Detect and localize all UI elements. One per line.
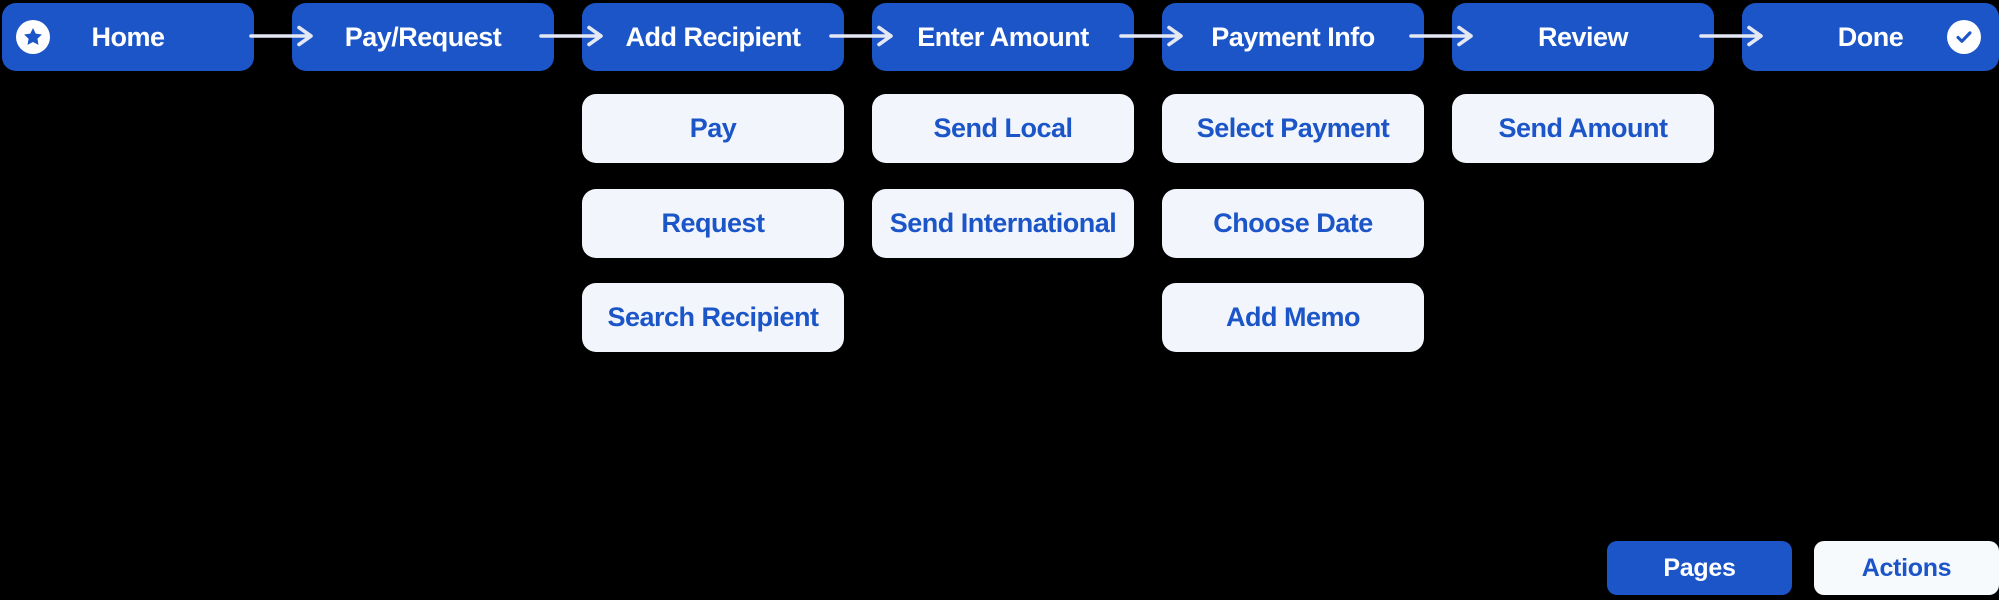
sub-step-label: Search Recipient xyxy=(607,302,819,332)
step-label: Home xyxy=(91,21,165,52)
step-home[interactable]: Home xyxy=(2,3,254,71)
step-done[interactable]: Done xyxy=(1742,3,1999,71)
pages-button[interactable]: Pages xyxy=(1607,541,1792,595)
sub-step-pay[interactable]: Pay xyxy=(582,94,844,163)
step-add-recipient[interactable]: Add Recipient xyxy=(582,3,844,71)
sub-step-label: Send Local xyxy=(933,113,1073,143)
step-label: Done xyxy=(1837,21,1904,52)
sub-step-select-payment[interactable]: Select Payment xyxy=(1162,94,1424,163)
star-icon xyxy=(16,20,50,54)
sub-step-label: Send Amount xyxy=(1498,113,1669,143)
step-pay-request[interactable]: Pay/Request xyxy=(292,3,554,71)
step-label: Add Recipient xyxy=(625,21,801,52)
sub-step-label: Select Payment xyxy=(1196,113,1390,143)
step-label: Enter Amount xyxy=(917,21,1089,52)
actions-button-label: Actions xyxy=(1861,553,1952,582)
sub-step-label: Pay xyxy=(689,113,737,143)
sub-step-label: Send International xyxy=(889,208,1117,238)
sub-step-add-memo[interactable]: Add Memo xyxy=(1162,283,1424,352)
step-label: Pay/Request xyxy=(344,21,502,52)
sub-step-label: Choose Date xyxy=(1213,208,1373,238)
step-label: Payment Info xyxy=(1211,21,1375,52)
sub-step-send-amount[interactable]: Send Amount xyxy=(1452,94,1714,163)
sub-step-send-international[interactable]: Send International xyxy=(872,189,1134,258)
step-payment-info[interactable]: Payment Info xyxy=(1162,3,1424,71)
sub-step-label: Add Memo xyxy=(1226,302,1361,332)
step-label: Review xyxy=(1537,21,1629,52)
pages-button-label: Pages xyxy=(1663,553,1736,582)
actions-button[interactable]: Actions xyxy=(1814,541,1999,595)
step-enter-amount[interactable]: Enter Amount xyxy=(872,3,1134,71)
sub-step-label: Request xyxy=(661,208,765,238)
sub-step-send-local[interactable]: Send Local xyxy=(872,94,1134,163)
sub-step-request[interactable]: Request xyxy=(582,189,844,258)
check-circle-icon xyxy=(1947,20,1981,54)
step-review[interactable]: Review xyxy=(1452,3,1714,71)
sub-step-choose-date[interactable]: Choose Date xyxy=(1162,189,1424,258)
sub-step-search-recipient[interactable]: Search Recipient xyxy=(582,283,844,352)
